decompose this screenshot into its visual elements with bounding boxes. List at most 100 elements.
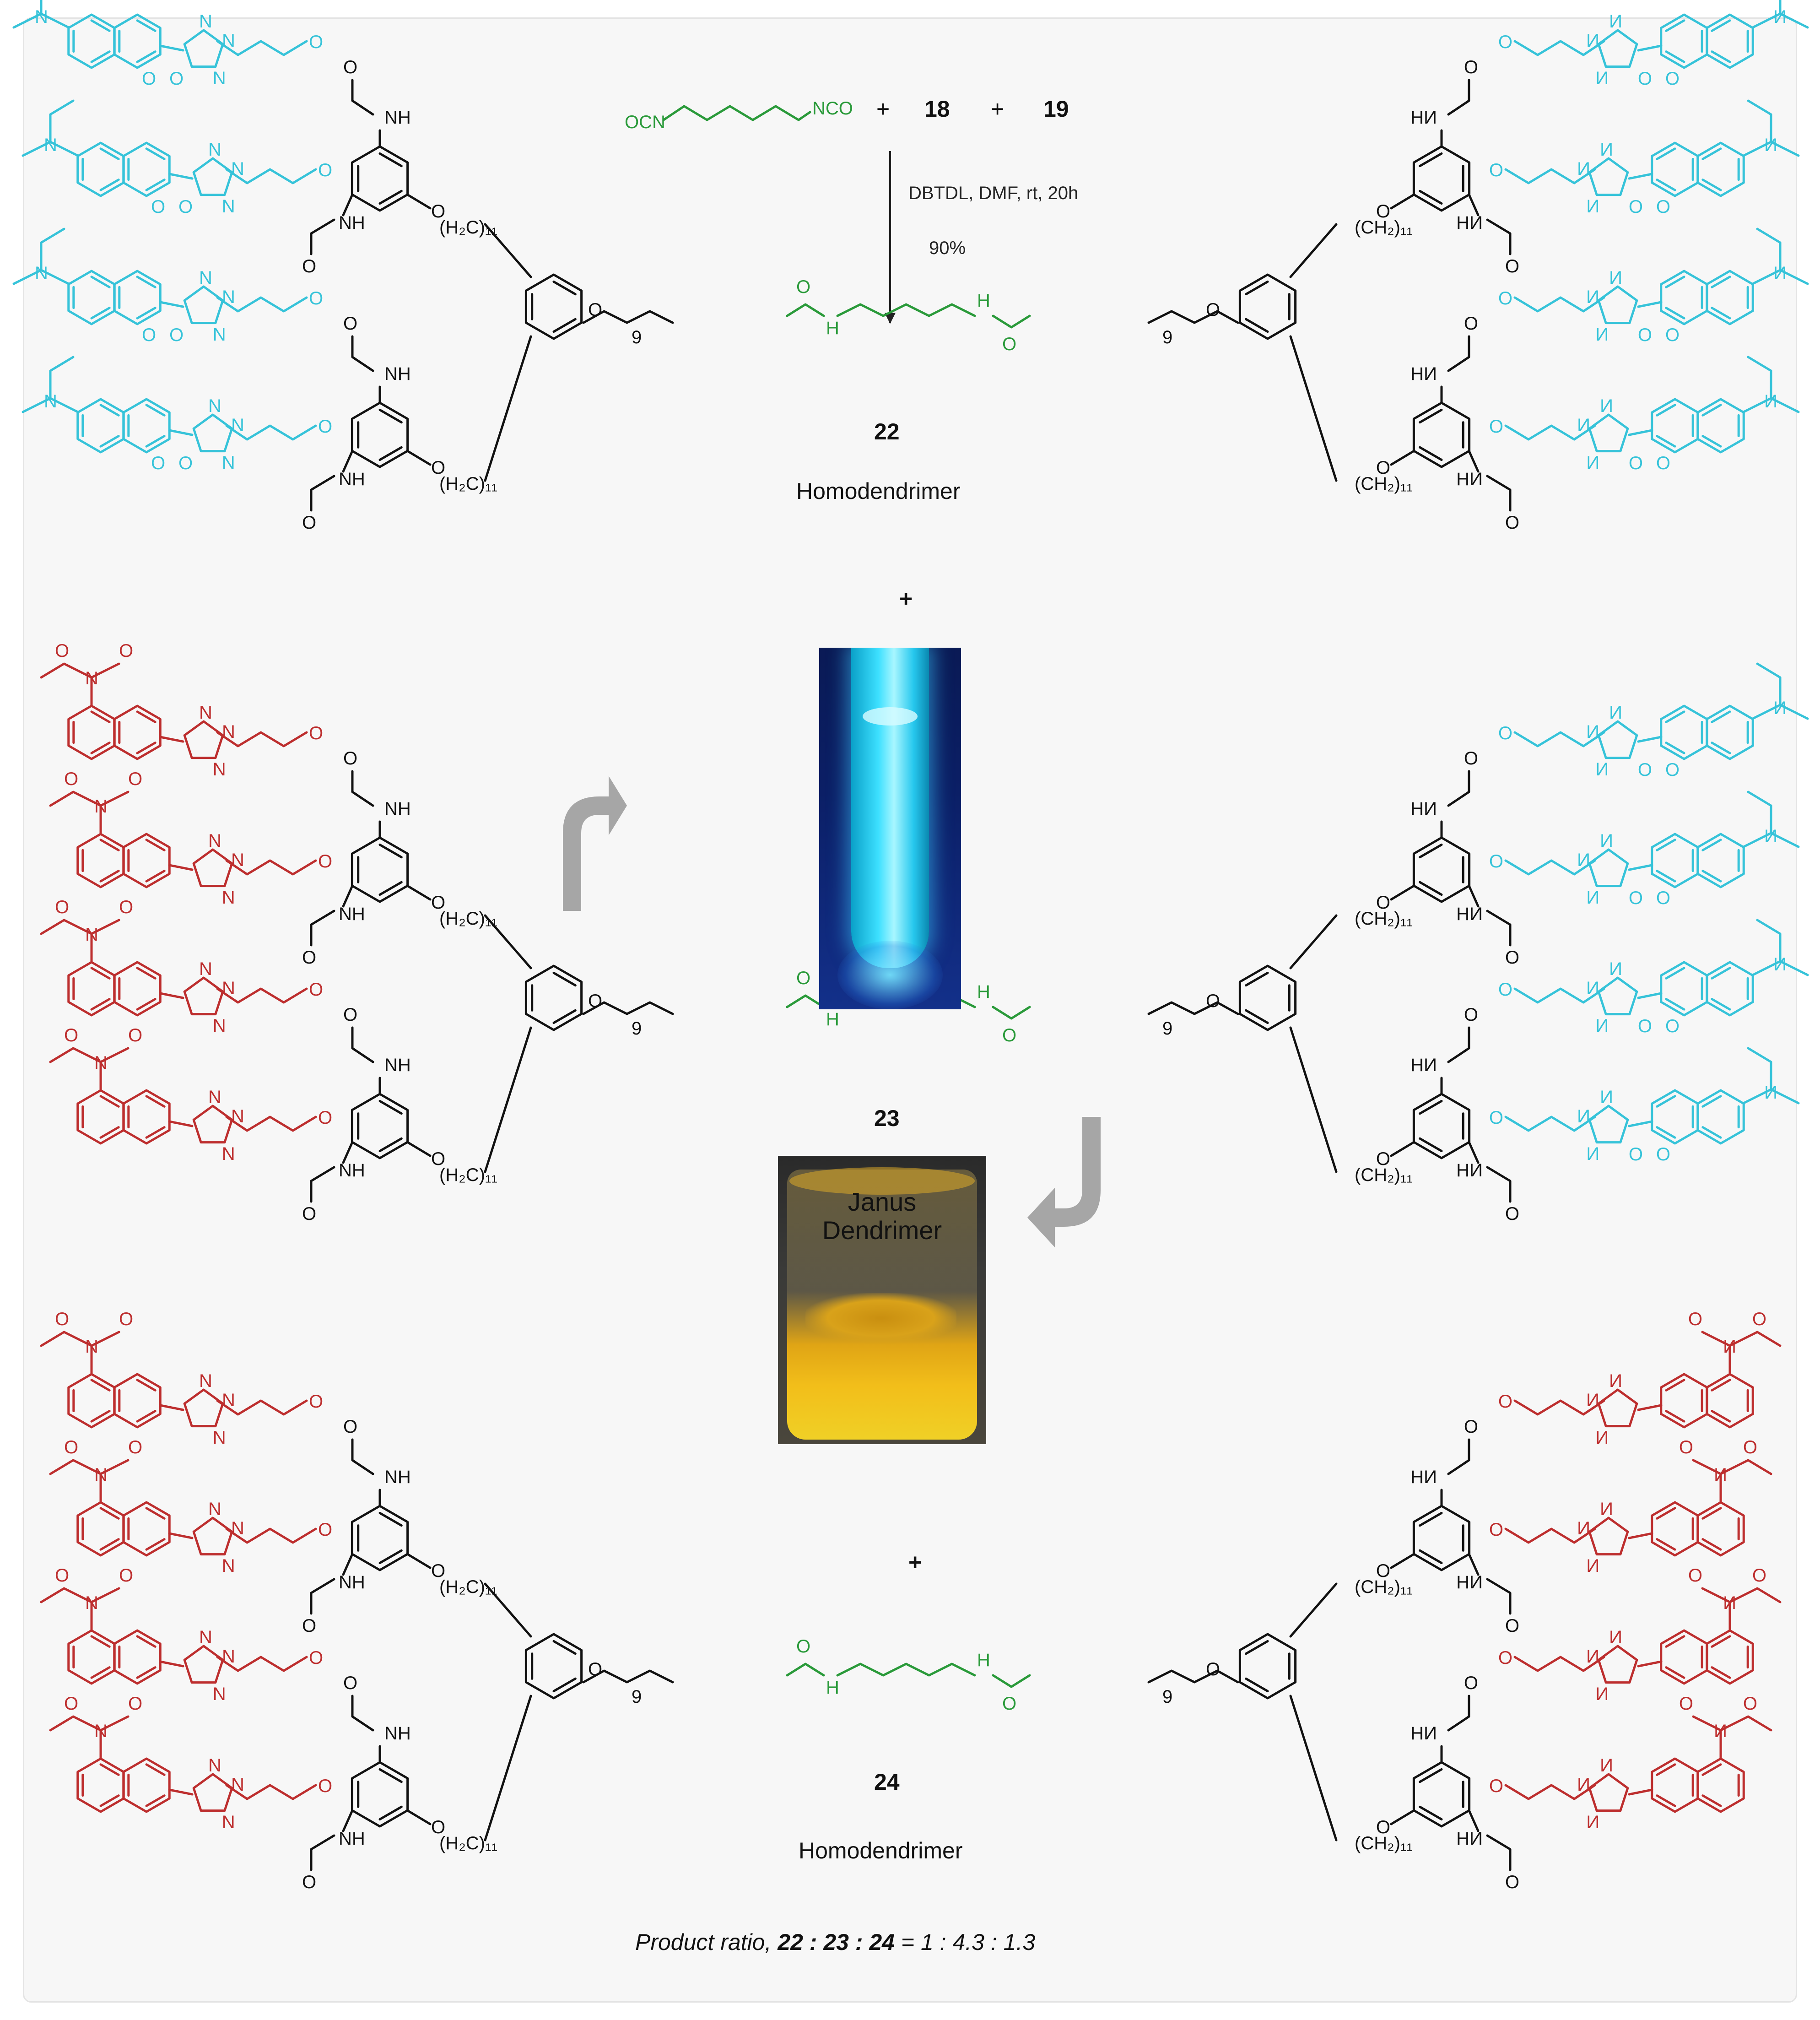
propyl-chain bbox=[216, 1656, 308, 1672]
double-bond bbox=[145, 435, 166, 448]
triazole-ring bbox=[1588, 1105, 1629, 1144]
dye-ring bbox=[67, 1373, 116, 1429]
amine-nitrogen: N bbox=[35, 7, 48, 27]
carbamate-nh: NH bbox=[384, 1723, 411, 1744]
branch-benzene bbox=[351, 1505, 409, 1571]
dye-triazole-bond bbox=[159, 1660, 184, 1668]
double-bond bbox=[378, 1549, 403, 1565]
bond bbox=[1468, 884, 1480, 908]
dye-triazole-bond bbox=[1628, 173, 1653, 180]
bond bbox=[342, 449, 354, 473]
ester-oxygen: O bbox=[1489, 851, 1503, 872]
imide-nitrogen: N bbox=[94, 1053, 108, 1073]
imide-oxygen: O bbox=[119, 1309, 133, 1329]
double-bond bbox=[1665, 50, 1685, 63]
double-bond bbox=[1665, 276, 1685, 288]
triazole-ring bbox=[183, 976, 224, 1016]
carbamate-bond bbox=[351, 1026, 374, 1063]
dye-ring bbox=[113, 13, 162, 69]
double-bond bbox=[145, 1095, 166, 1108]
dye-triazole-bond bbox=[1637, 1404, 1663, 1411]
ether-oxygen: O bbox=[588, 300, 602, 320]
double-bond bbox=[1701, 1794, 1722, 1807]
bond bbox=[1468, 1141, 1480, 1164]
double-bond bbox=[1711, 1635, 1731, 1648]
dye-ring bbox=[1706, 13, 1754, 69]
nitrogen-label: N bbox=[1586, 1812, 1599, 1832]
triazole-ring bbox=[1597, 976, 1638, 1016]
imide-oxygen: O bbox=[1743, 1694, 1757, 1714]
bond bbox=[342, 1809, 354, 1832]
dendron-right: NNNNOOONNNNOOONNNNOOONNNNOOONHNHOOONHNHO… bbox=[1147, 662, 1809, 1224]
ester-oxygen: O bbox=[318, 160, 332, 180]
ether-oxygen: O bbox=[431, 201, 445, 222]
propyl-chain bbox=[216, 40, 308, 56]
ethyl-bond bbox=[49, 1047, 102, 1063]
carbonyl-oxygen: O bbox=[302, 256, 316, 276]
hexyl-chain bbox=[836, 1663, 976, 1677]
double-bond bbox=[1419, 1137, 1443, 1153]
ether-oxygen: O bbox=[1376, 1817, 1390, 1837]
nitrogen-label: N bbox=[213, 68, 226, 88]
ether-bond bbox=[406, 193, 432, 210]
ether-bond bbox=[406, 1809, 432, 1825]
carbamate-bond bbox=[310, 1578, 335, 1615]
dye-ring bbox=[67, 1629, 116, 1685]
imide-nitrogen: N bbox=[85, 1337, 98, 1357]
carbonyl-oxygen: O bbox=[1505, 256, 1519, 276]
double-bond bbox=[378, 1137, 403, 1153]
double-bond bbox=[90, 50, 111, 63]
lactone-oxygen: O bbox=[142, 325, 156, 345]
imide-oxygen: O bbox=[55, 1309, 69, 1329]
double-bond bbox=[1711, 1666, 1731, 1679]
carbonyl-oxygen: O bbox=[1505, 1616, 1519, 1636]
bond bbox=[484, 914, 532, 969]
double-bond bbox=[1701, 179, 1722, 191]
nitrogen-label: N bbox=[1586, 888, 1599, 908]
amine-nitrogen: N bbox=[1773, 954, 1787, 975]
imide-oxygen: O bbox=[64, 769, 78, 789]
nitrogen-label: N bbox=[199, 11, 212, 32]
triazole-ring bbox=[1597, 1388, 1638, 1428]
double-bond bbox=[1245, 318, 1269, 333]
propyl-chain bbox=[225, 1116, 317, 1132]
double-bond bbox=[90, 19, 111, 32]
compound-22-caption: Homodendrimer bbox=[796, 478, 960, 504]
nh-hydrogen: H bbox=[977, 291, 990, 311]
dye-ring bbox=[1706, 704, 1754, 760]
core-benzene bbox=[524, 1633, 583, 1700]
double-bond bbox=[1665, 967, 1685, 980]
propyl-chain bbox=[1513, 40, 1605, 56]
triazole-ring bbox=[183, 1645, 224, 1684]
triazole-ring bbox=[192, 413, 233, 453]
dye-triazole-bond bbox=[1628, 1120, 1653, 1127]
ether-oxygen: O bbox=[431, 1561, 445, 1581]
carbonyl-oxygen: O bbox=[1505, 513, 1519, 533]
dye-triazole-bond bbox=[1637, 1660, 1663, 1668]
double-bond bbox=[136, 1635, 157, 1648]
double-bond bbox=[99, 179, 120, 191]
bond bbox=[1289, 335, 1338, 482]
triazole-ring bbox=[1597, 1645, 1638, 1684]
ester-oxygen: O bbox=[309, 723, 323, 743]
diethylamino-bond bbox=[1747, 99, 1772, 143]
propyl-chain bbox=[1513, 296, 1605, 313]
double-bond bbox=[552, 318, 577, 333]
triazole-ring bbox=[1588, 1516, 1629, 1556]
ether-bond bbox=[406, 884, 432, 901]
double-bond bbox=[90, 998, 111, 1011]
double-bond bbox=[1711, 1379, 1731, 1392]
carbonyl-oxygen: O bbox=[169, 69, 184, 89]
propyl-chain bbox=[1504, 168, 1596, 184]
double-bond bbox=[1245, 1009, 1269, 1024]
imide-oxygen: O bbox=[1752, 1565, 1766, 1586]
carbamate-bond bbox=[1486, 218, 1512, 255]
lactone-oxygen: O bbox=[1656, 453, 1670, 473]
nitrogen-label: N bbox=[222, 1812, 235, 1832]
diisocyanate-reagent: OCN NCO bbox=[625, 98, 853, 132]
diethylamino-bond bbox=[49, 356, 75, 400]
